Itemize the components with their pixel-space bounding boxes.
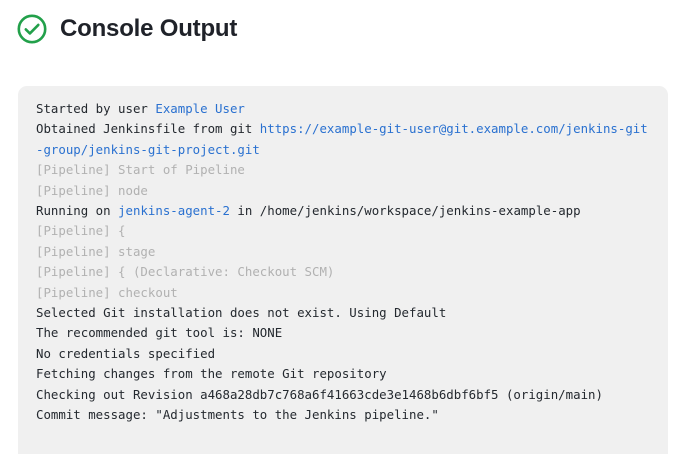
console-log-link[interactable]: jenkins-agent-2 [118,203,230,219]
console-log-text: Running on [36,203,119,219]
console-log-text: Started by user [36,101,156,116]
console-log-text: [Pipeline] node [36,182,148,198]
console-log-line: Fetching changes from the remote Git rep… [36,364,652,384]
console-log-line: Running on jenkins-agent-2 in /home/jenk… [36,201,652,221]
console-log-text: in /home/jenkins/workspace/jenkins-examp… [229,203,581,219]
console-log-line: Selected Git installation does not exist… [36,303,652,323]
check-circle-icon [17,14,47,44]
console-log-text: No credentials specified [36,345,216,361]
console-log-line: Checking out Revision a468a28db7c768a6f4… [36,385,652,405]
console-log-text: Selected Git installation does not exist… [36,305,447,321]
console-log-line: Obtained Jenkinsfile from git https://ex… [36,119,652,160]
console-log-line: No credentials specified [36,344,652,364]
console-log-line: Commit message: "Adjustments to the Jenk… [36,405,652,425]
console-log-link[interactable]: Example User [155,101,245,116]
console-log-line: [Pipeline] stage [36,242,652,262]
console-log-text: Commit message: "Adjustments to the Jenk… [36,407,439,423]
console-log-line: [Pipeline] Start of Pipeline [36,160,652,180]
console-log-text: Checking out Revision a468a28db7c768a6f4… [36,386,603,402]
console-log-line: [Pipeline] checkout [36,283,652,303]
page-header: Console Output [0,0,686,44]
console-log-text: The recommended git tool is: NONE [36,325,283,341]
console-log-text: [Pipeline] { (Declarative: Checkout SCM) [36,264,335,280]
console-log-link[interactable]: https://example-git-user@git.example.com… [36,121,648,157]
console-log-text: Fetching changes from the remote Git rep… [36,366,387,382]
page-title: Console Output [60,15,238,42]
console-log-text: [Pipeline] { [36,223,126,239]
console-log-text: [Pipeline] Start of Pipeline [36,162,245,178]
console-log-text: Obtained Jenkinsfile from git [36,121,260,137]
console-log-line: Started by user Example User [36,99,652,119]
console-log-text: [Pipeline] checkout [36,284,178,300]
console-log-text: [Pipeline] stage [36,243,156,259]
console-log-line: [Pipeline] { (Declarative: Checkout SCM) [36,262,652,282]
console-log-line: [Pipeline] { [36,221,652,241]
console-log-line: The recommended git tool is: NONE [36,323,652,343]
console-log-line: [Pipeline] node [36,181,652,201]
